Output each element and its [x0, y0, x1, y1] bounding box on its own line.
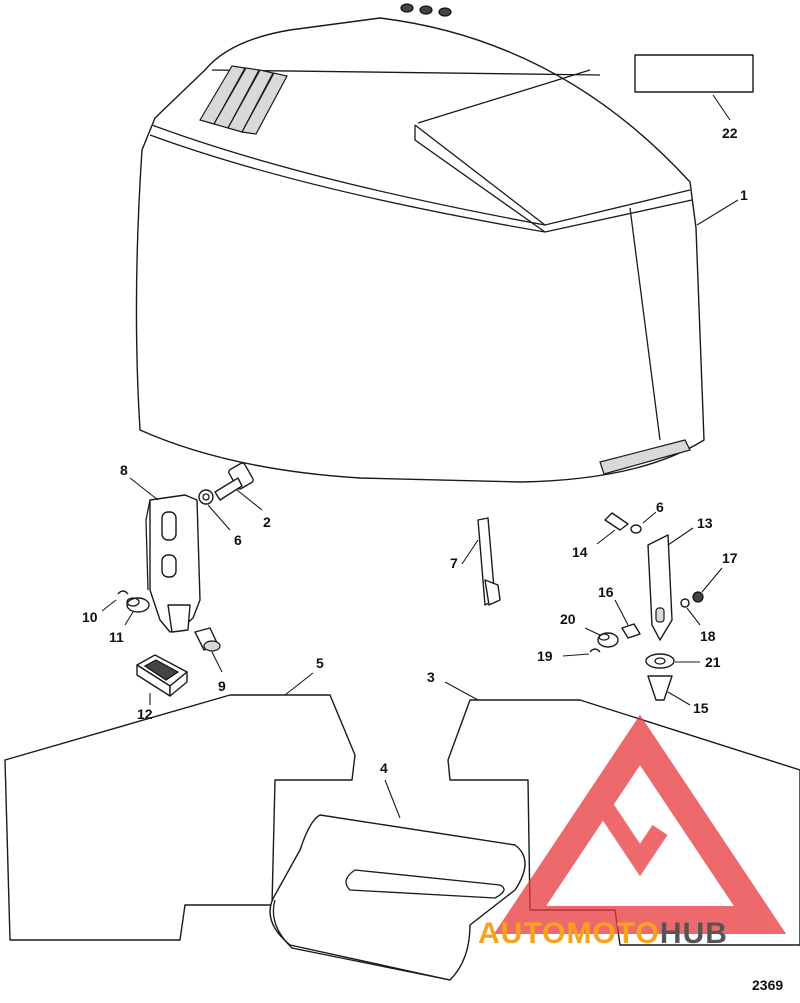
- callout-2: 2: [263, 514, 271, 530]
- decal: [634, 54, 754, 93]
- callout-13: 13: [697, 515, 713, 531]
- vent-ribs: [199, 3, 452, 135]
- seal-4: [269, 814, 526, 981]
- bolt-2: [198, 462, 254, 505]
- stud-16: [621, 623, 641, 639]
- clip-19: [589, 648, 601, 653]
- callout-19: 19: [537, 648, 553, 664]
- washer-18: [680, 598, 690, 608]
- callout-16: 16: [598, 584, 614, 600]
- watermark-logo: [493, 714, 787, 934]
- callout-22: 22: [722, 125, 738, 141]
- callout-21: 21: [705, 654, 721, 670]
- callout-7: 7: [450, 555, 458, 571]
- logo-triangle: [493, 714, 787, 934]
- washer-21: [645, 653, 675, 669]
- callout-9: 9: [218, 678, 226, 694]
- callout-20: 20: [560, 611, 576, 627]
- watermark-brand: AUTOMOTOHUB: [478, 917, 728, 950]
- callout-6-right: 6: [656, 499, 664, 515]
- callout-4: 4: [380, 760, 388, 776]
- callout-17: 17: [722, 550, 738, 566]
- figure-number: 2369: [752, 977, 783, 993]
- callout-15: 15: [693, 700, 709, 716]
- callout-18: 18: [700, 628, 716, 644]
- nut-17: [692, 591, 704, 603]
- callout-10: 10: [82, 609, 98, 625]
- top-cowl: [135, 3, 705, 483]
- bolt-14: [604, 512, 642, 534]
- latch-7: [477, 517, 501, 606]
- brand-part3: HUB: [660, 917, 728, 950]
- callouts: 1 22 8 2 6 10 11 9 12 7 6 13 14 17 16 20…: [82, 125, 748, 776]
- callout-3: 3: [427, 669, 435, 685]
- grommet-15: [647, 675, 673, 701]
- seal-5: [4, 694, 356, 941]
- callout-5: 5: [316, 655, 324, 671]
- brand-part2: MOTO: [566, 917, 659, 950]
- brand-part1: AUTO: [478, 917, 566, 950]
- pad-12: [136, 654, 188, 697]
- bushing-20: [597, 632, 619, 648]
- right-bracket: [647, 534, 673, 641]
- bushing-11: [126, 597, 150, 613]
- callout-14: 14: [572, 544, 588, 560]
- callout-8: 8: [120, 462, 128, 478]
- clip-10: [117, 590, 129, 595]
- callout-1: 1: [740, 187, 748, 203]
- callout-12: 12: [137, 706, 153, 722]
- left-bracket: [145, 494, 201, 633]
- pin-9: [194, 627, 221, 652]
- callout-6-left: 6: [234, 532, 242, 548]
- callout-11: 11: [109, 629, 124, 645]
